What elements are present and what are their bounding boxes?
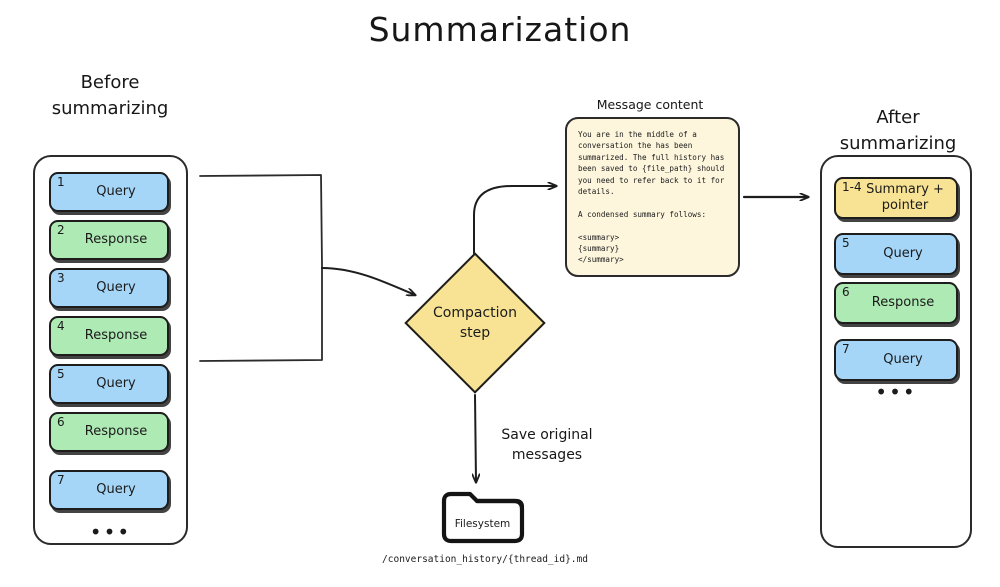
before-message-item-label: Response [84,328,148,343]
before-message-item-label: Query [96,280,136,295]
grouping-bracket [199,174,323,362]
before-message-item-number: 5 [57,367,65,381]
message-content-card: You are in the middle of a conversation … [565,117,740,277]
after-message-item[interactable]: 1-4 Summary +pointer [834,177,958,219]
compaction-label-line1: Compaction [433,305,517,321]
after-column-heading: After summarizing [808,105,988,157]
before-message-item-number: 1 [57,175,65,189]
after-heading-line1: After [876,107,920,128]
compaction-label-line2: step [459,325,491,341]
message-content-label: Message content [596,97,704,112]
before-message-item-label: Response [84,424,148,439]
before-column-heading: Before summarizing [25,70,195,122]
before-message-item-label: Query [96,184,136,199]
filesystem-node: Filesystem [440,489,525,543]
filesystem-path-caption: /conversation_history/{thread_id}.md [382,554,588,565]
after-message-item-label: Query [883,352,923,367]
arrow-bracket-to-compaction [321,267,415,295]
before-message-item-label: Query [96,482,136,497]
after-heading-line2: summarizing [839,133,957,154]
before-message-item-number: 4 [57,319,65,333]
message-content-body: You are in the middle of a conversation … [578,130,725,265]
after-ellipsis: ••• [875,380,917,404]
compaction-step-label: Compaction step [405,303,545,343]
after-message-item-number: 5 [842,236,850,250]
filesystem-label: Filesystem [454,518,511,530]
page-title: Summarization [368,10,632,49]
after-message-item-label: Response [871,295,935,310]
before-message-item-number: 2 [57,223,65,237]
before-heading-line1: Before [80,72,140,93]
before-message-item-label: Response [84,232,148,247]
after-message-item-number: 1-4 [842,180,862,194]
folder-icon [441,491,525,544]
arrow-compaction-to-filesystem [475,394,476,482]
after-message-item-label: Query [883,246,923,261]
arrow-compaction-to-message-card [473,186,556,263]
before-message-item-number: 7 [57,473,65,487]
before-message-item-label: Query [96,376,136,391]
after-message-item-number: 7 [842,342,850,356]
before-ellipsis: ••• [89,520,132,544]
save-original-messages-label: Save original messages [482,425,612,465]
save-label-line2: messages [511,447,583,463]
after-message-item-label: Summary +pointer [866,182,944,213]
before-message-item-number: 3 [57,271,65,285]
save-label-line1: Save original [501,427,593,443]
after-message-item-number: 6 [842,285,850,299]
before-heading-line2: summarizing [51,98,169,119]
compaction-step-node[interactable]: Compaction step [404,252,546,394]
before-message-item-number: 6 [57,415,65,429]
